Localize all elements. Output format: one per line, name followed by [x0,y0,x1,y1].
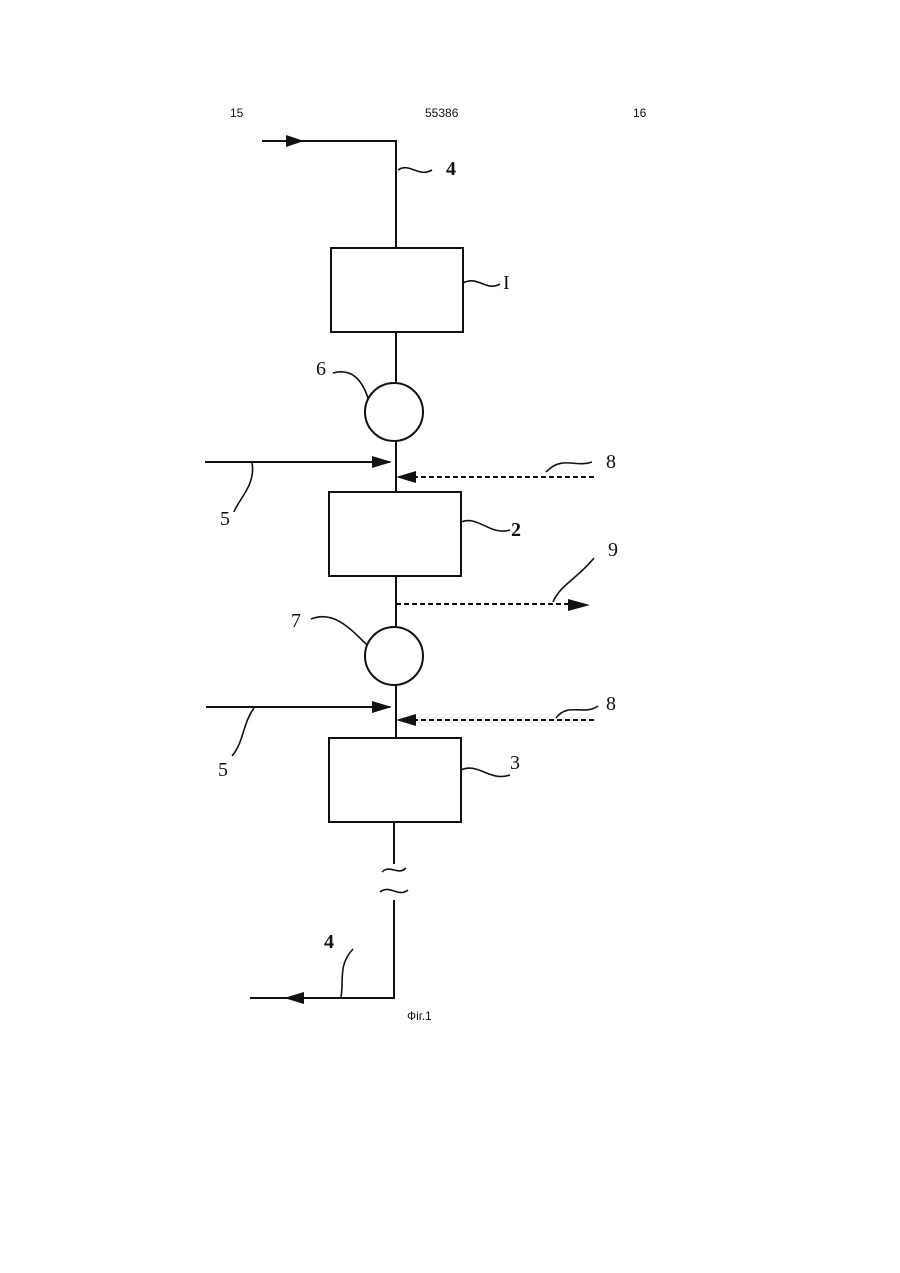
label-dashed-8-lower: 8 [606,693,616,715]
leader-node-6 [333,372,368,398]
label-feed-5-upper: 5 [220,508,230,530]
label-node-7: 7 [291,610,301,632]
label-unit-I: I [503,272,510,294]
leader-outlet-4 [341,949,353,997]
label-stream-in: 4 [446,158,456,180]
node-6-circle [365,383,423,441]
outlet-arrow [284,992,304,1004]
label-unit-2: 2 [511,519,521,541]
leader-feed-5-upper [234,463,253,512]
label-feed-5-lower: 5 [218,759,228,781]
feed-5-lower-arrow [372,701,392,713]
break-mark-upper [382,868,406,872]
label-dashed-9: 9 [608,539,618,561]
leader-unit-3 [461,768,510,776]
label-dashed-8-upper: 8 [606,451,616,473]
unit-I-box [331,248,463,332]
leader-dashed-8-upper [546,462,592,472]
leader-unit-I [463,281,500,286]
leader-node-7 [311,617,367,645]
dashed-8-lower-arrow [396,714,416,726]
inlet-arrow [286,135,304,147]
figure-caption: Фіг.1 [407,1009,432,1023]
unit-3-box [329,738,461,822]
feed-5-upper-arrow [372,456,392,468]
leader-unit-2 [461,521,510,532]
leader-dashed-9 [553,558,594,602]
leader-dashed-8-lower [556,706,598,718]
label-unit-3: 3 [510,752,520,774]
leader-inlet-4 [398,168,432,173]
leader-feed-5-lower [232,708,254,756]
break-mark-lower [380,889,408,892]
node-7-circle [365,627,423,685]
inlet-line [262,141,396,248]
label-node-6: 6 [316,358,326,380]
label-stream-out: 4 [324,931,334,953]
dashed-8-upper-arrow [396,471,416,483]
unit-2-box [329,492,461,576]
outlet-line [250,900,394,998]
dashed-9-arrow [568,599,590,611]
